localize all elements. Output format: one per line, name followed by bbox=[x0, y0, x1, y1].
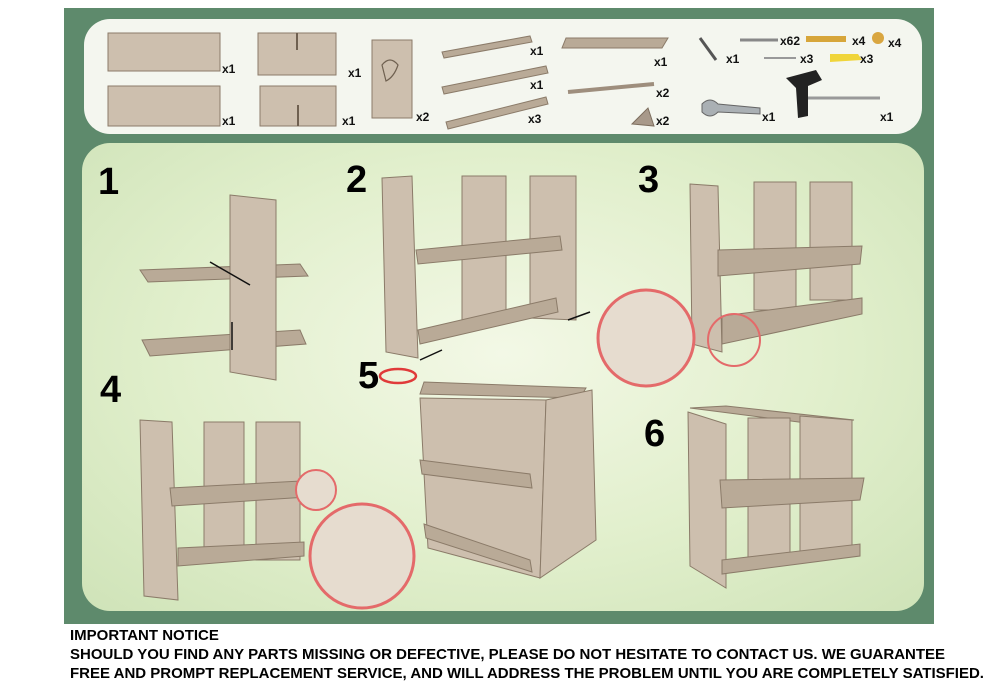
qty-label: x1 bbox=[530, 44, 544, 58]
step-2-diagram bbox=[381, 175, 591, 361]
part-wall-anchor-icon bbox=[830, 54, 862, 62]
qty-label: x2 bbox=[656, 86, 670, 100]
qty-label: x3 bbox=[528, 112, 542, 126]
part-strip-a bbox=[441, 35, 533, 59]
step-1-diagram bbox=[139, 194, 309, 381]
part-allen-key bbox=[698, 37, 718, 61]
qty-label: x1 bbox=[880, 110, 894, 124]
important-notice: IMPORTANT NOTICE SHOULD YOU FIND ANY PAR… bbox=[70, 626, 984, 683]
step-number: 6 bbox=[644, 413, 666, 455]
step-number: 3 bbox=[638, 159, 660, 201]
qty-label: x62 bbox=[780, 34, 801, 48]
part-wrench-icon bbox=[701, 99, 761, 117]
qty-label: x2 bbox=[656, 114, 670, 128]
step-3-diagram bbox=[596, 181, 863, 388]
qty-label: x1 bbox=[222, 114, 236, 128]
part-t-handle-driver-icon bbox=[786, 70, 822, 118]
part-corner-block bbox=[630, 107, 655, 127]
detail-callout bbox=[308, 502, 416, 610]
rotate-arrow-icon bbox=[378, 367, 418, 385]
qty-label: x1 bbox=[530, 78, 544, 92]
qty-label: x4 bbox=[888, 36, 902, 50]
notice-line: FREE AND PROMPT REPLACEMENT SERVICE, AND… bbox=[70, 665, 984, 682]
notice-line: SHOULD YOU FIND ANY PARTS MISSING OR DEF… bbox=[70, 646, 946, 663]
part-top-board bbox=[561, 37, 669, 49]
qty-label: x1 bbox=[762, 110, 776, 124]
step-5-diagram bbox=[378, 367, 597, 579]
detail-callout bbox=[295, 469, 337, 511]
qty-label: x3 bbox=[800, 52, 814, 66]
part-side-panel bbox=[371, 39, 413, 119]
qty-label: x1 bbox=[222, 62, 236, 76]
part-panel-large-a bbox=[107, 32, 221, 72]
part-panel-large-b bbox=[107, 85, 221, 127]
part-strip-b bbox=[441, 65, 549, 95]
notice-title: IMPORTANT NOTICE bbox=[70, 627, 219, 644]
step-number: 4 bbox=[100, 369, 122, 411]
part-cap-nut-icon bbox=[872, 32, 884, 44]
detail-callout bbox=[596, 288, 696, 388]
step-4-diagram bbox=[139, 419, 416, 610]
part-dowel-rod bbox=[567, 82, 655, 94]
part-strip-c bbox=[445, 96, 549, 130]
qty-label: x1 bbox=[348, 66, 362, 80]
step-number: 5 bbox=[358, 355, 380, 397]
qty-label: x1 bbox=[342, 114, 356, 128]
qty-label: x1 bbox=[726, 52, 740, 66]
step-number: 1 bbox=[98, 161, 120, 203]
step-6-diagram bbox=[687, 405, 865, 589]
qty-label: x2 bbox=[416, 110, 430, 124]
parts-illustrations bbox=[107, 32, 884, 130]
qty-label: x4 bbox=[852, 34, 866, 48]
step-number: 2 bbox=[346, 159, 368, 201]
qty-label: x1 bbox=[654, 55, 668, 69]
part-bolt-icon bbox=[806, 36, 846, 42]
qty-label: x3 bbox=[860, 52, 874, 66]
